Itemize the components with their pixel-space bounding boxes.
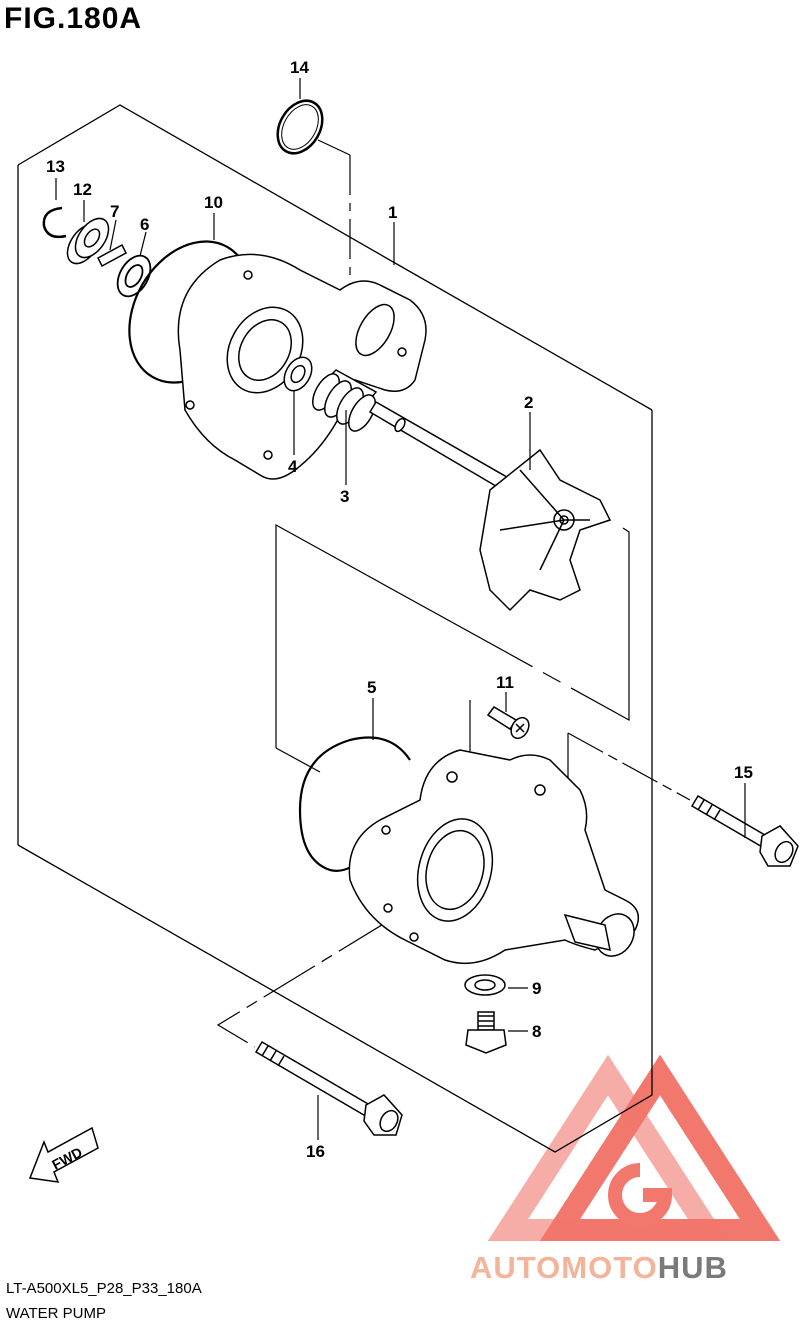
watermark-logo: [487, 1054, 781, 1241]
callout-5: 5: [367, 678, 376, 697]
washer-6[interactable]: [111, 250, 157, 302]
figure-name: WATER PUMP: [6, 1305, 106, 1322]
watermark-text: AUTOMOTOHUB: [470, 1250, 728, 1285]
callout-3: 3: [340, 487, 349, 506]
mechanical-seal-3[interactable]: [307, 369, 380, 436]
callout-16: 16: [306, 1142, 325, 1161]
callout-4: 4: [288, 457, 298, 476]
callout-8: 8: [532, 1022, 541, 1041]
callout-11: 11: [496, 673, 514, 692]
impeller-shaft-2[interactable]: [368, 400, 612, 612]
pin-7[interactable]: [97, 243, 127, 268]
callout-14: 14: [290, 58, 309, 77]
callout-15: 15: [734, 763, 753, 782]
drain-bolt-8[interactable]: [465, 1011, 507, 1054]
figure-title: FIG.180A: [4, 2, 143, 35]
bolt-guide-lines: [216, 919, 391, 1048]
callout-7: 7: [110, 202, 119, 221]
seal-4[interactable]: [279, 352, 318, 395]
washer-9[interactable]: [464, 974, 506, 996]
o-ring-14-inner: [281, 104, 319, 150]
callout-2: 2: [524, 393, 533, 412]
e-clip-13[interactable]: [42, 206, 67, 239]
assembly-outline: [17, 104, 653, 1153]
screw-11[interactable]: [486, 706, 532, 742]
watermark-text-part1: AUTOMOTO: [470, 1250, 658, 1285]
gear-12[interactable]: [61, 213, 116, 270]
watermark-text-part2: HUB: [658, 1250, 728, 1285]
callout-9: 9: [532, 979, 541, 998]
o-ring-5[interactable]: [298, 736, 411, 872]
bolt-16[interactable]: [254, 1040, 403, 1136]
callout-13: 13: [46, 157, 65, 176]
inner-frame: [275, 139, 691, 810]
fwd-arrow-icon: [28, 1126, 99, 1183]
pump-housing[interactable]: [348, 749, 641, 965]
o-ring-14[interactable]: [269, 93, 332, 161]
figure-code: LT-A500XL5_P28_P33_180A: [6, 1280, 202, 1297]
callout-12: 12: [73, 180, 92, 199]
callout-10: 10: [204, 193, 223, 212]
leader-lines: [55, 78, 746, 1140]
callout-1: 1: [388, 203, 397, 222]
bolt-15[interactable]: [690, 794, 799, 867]
callout-6: 6: [140, 215, 149, 234]
